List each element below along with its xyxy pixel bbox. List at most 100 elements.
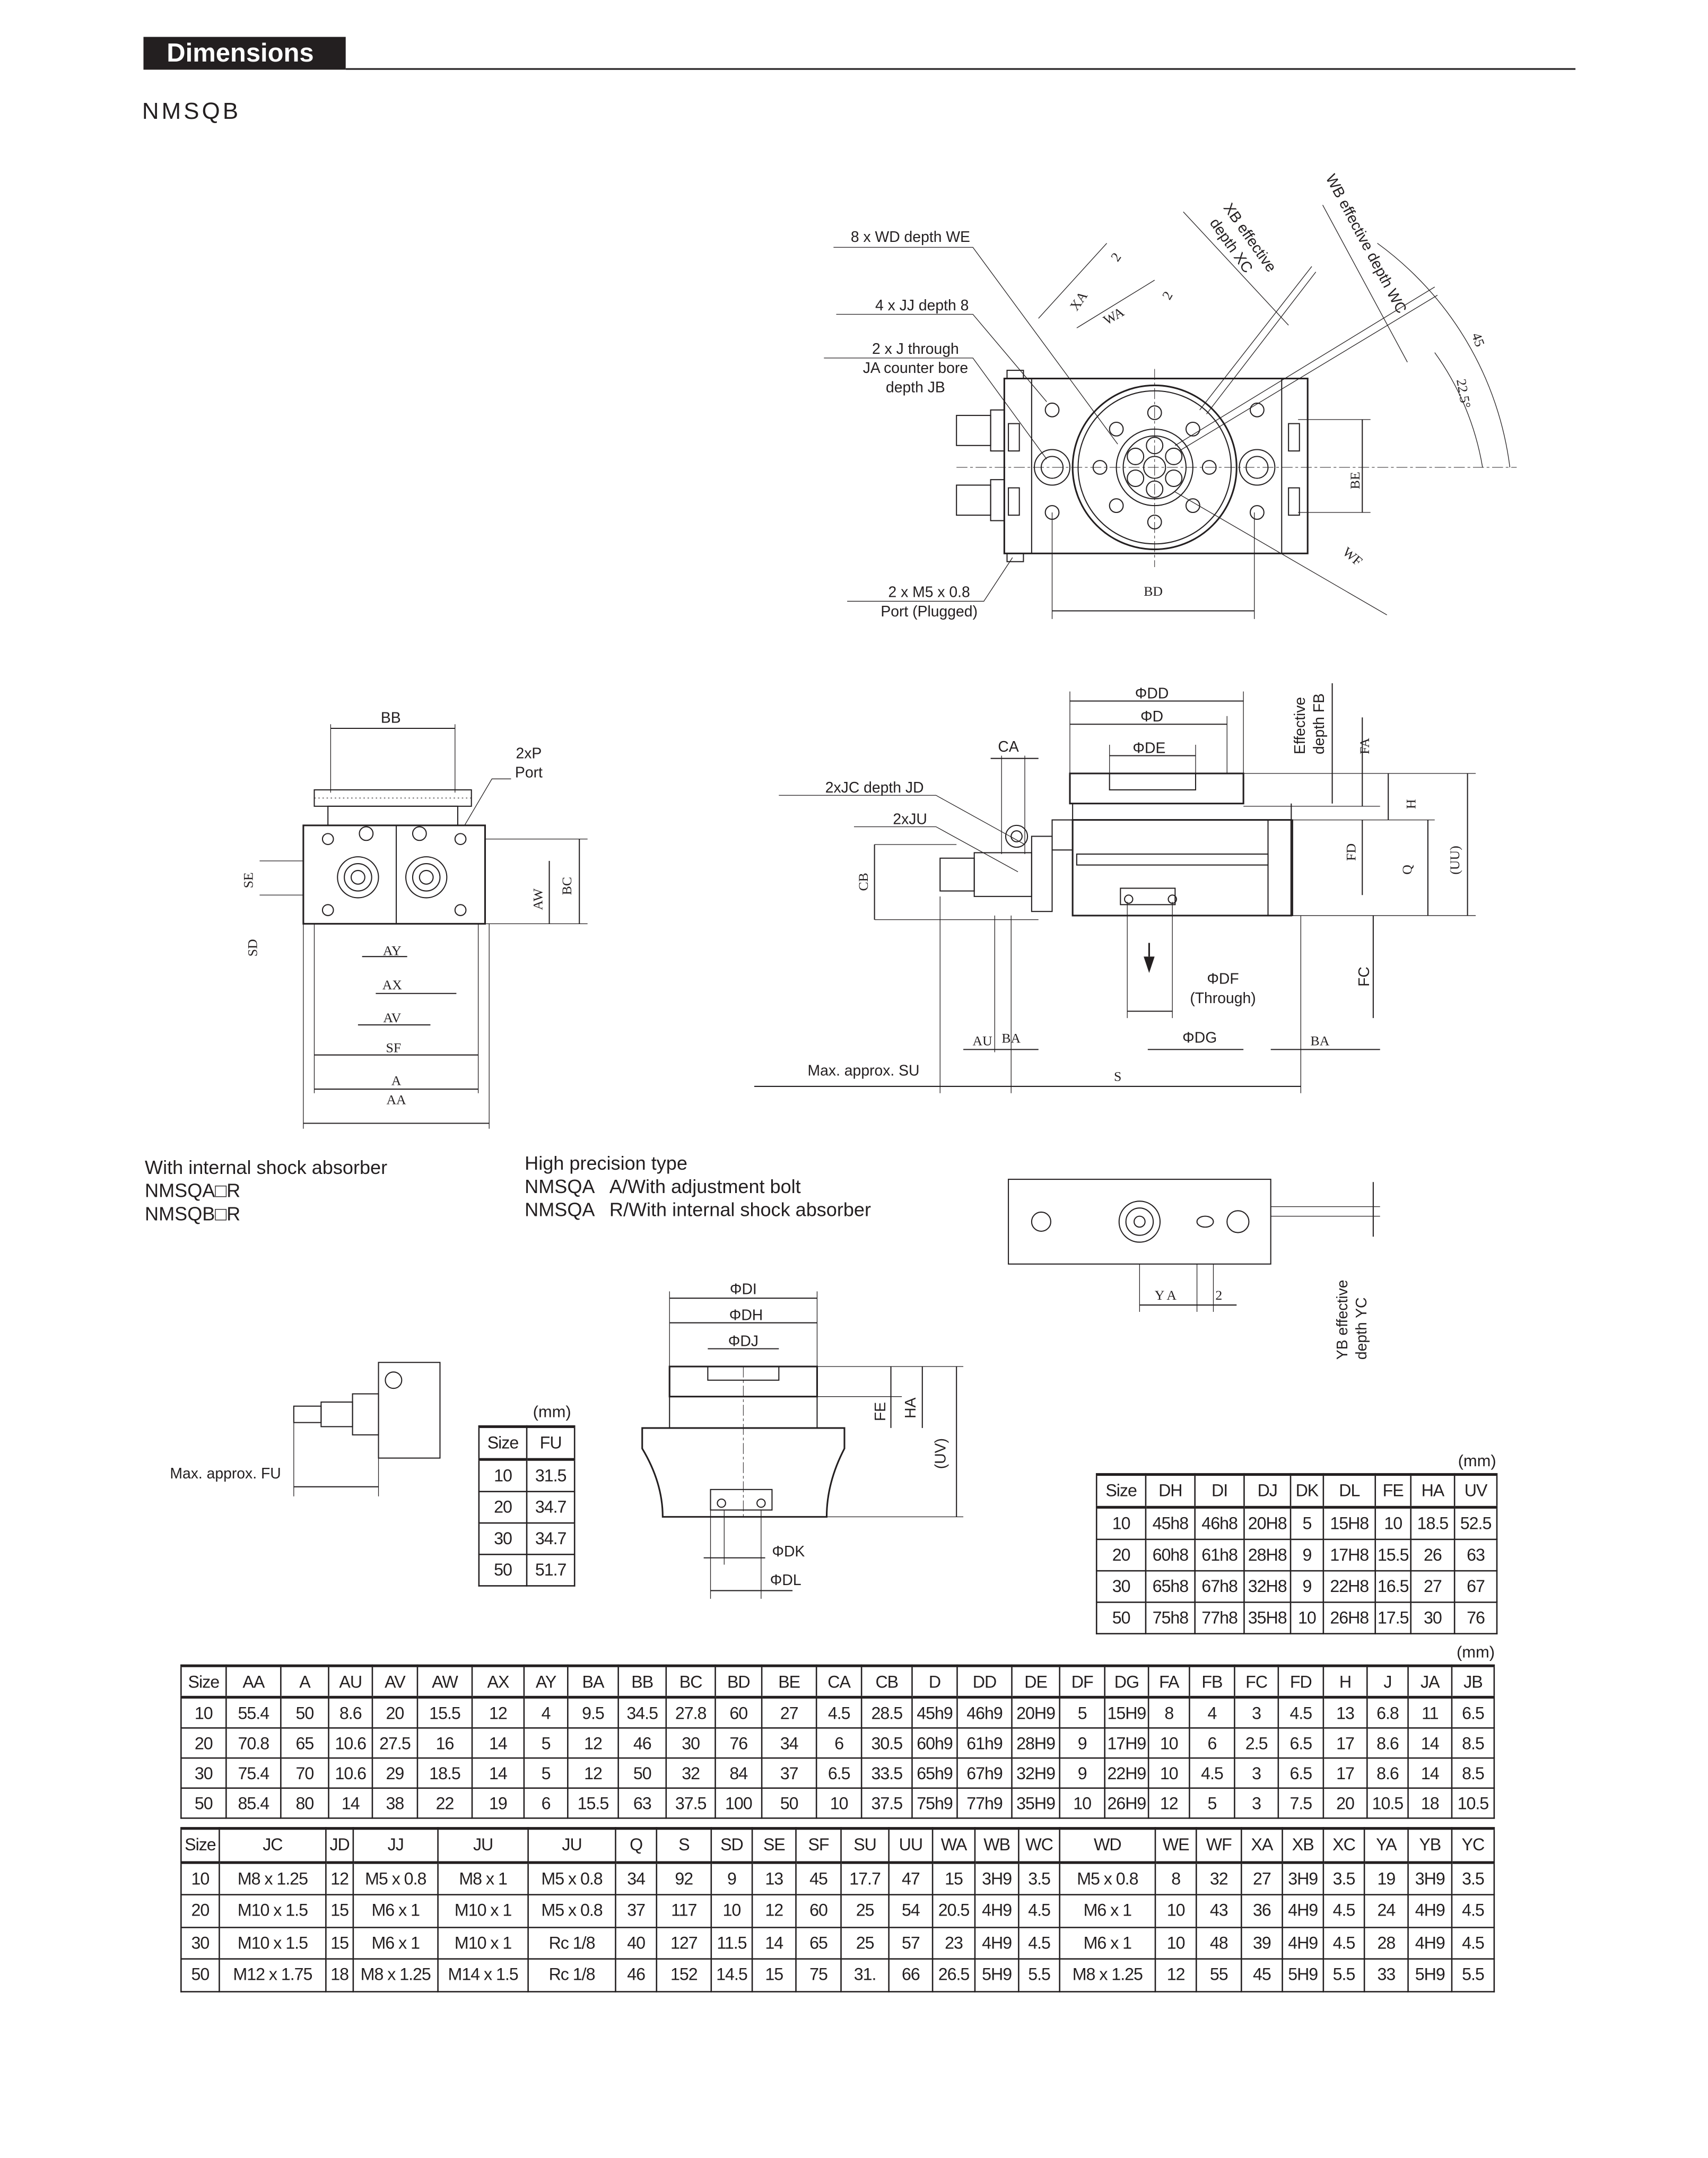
value-cell: 35H9 [1011,1787,1060,1819]
value-cell: 45 [1241,1958,1283,1992]
value-cell: 26H8 [1322,1602,1376,1634]
value-cell: 12 [1154,1958,1197,1992]
value-cell: 10 [1154,1894,1197,1928]
value-cell: 50 [280,1696,329,1729]
svg-text:BE: BE [1347,472,1363,489]
value-cell: 15 [931,1861,976,1895]
column-header: SF [795,1828,842,1864]
value-cell: 32 [665,1757,716,1789]
value-cell: 66 [888,1958,934,1992]
value-cell: 75h8 [1145,1602,1196,1634]
value-cell: 28H9 [1011,1727,1060,1759]
value-cell: 65h8 [1145,1570,1196,1603]
value-cell: 11 [1407,1696,1453,1729]
column-header: DE [1011,1665,1060,1699]
value-cell: 18.5 [1410,1507,1456,1541]
column-header: FE [1374,1474,1412,1509]
value-cell: 47 [888,1861,934,1895]
column-header: Q [615,1828,658,1864]
column-header: JJ [352,1828,439,1864]
value-cell: 50 [617,1757,667,1789]
column-header: YA [1363,1828,1409,1864]
value-cell: 60 [714,1696,763,1729]
value-cell: 5H9 [974,1958,1019,1992]
svg-text:CB: CB [856,873,871,891]
svg-text:SD: SD [245,939,260,956]
value-cell: 4 [1189,1696,1235,1729]
size-cell: 20 [478,1491,528,1524]
model-name: NMSQB [142,98,241,124]
value-cell: 5.5 [1451,1958,1495,1992]
value-cell: 5.5 [1018,1958,1060,1992]
value-cell: 10.6 [328,1757,373,1789]
column-header: J [1366,1665,1409,1699]
svg-text:AU: AU [973,1033,993,1049]
value-cell: 45 [795,1861,842,1895]
value-cell: M10 x 1 [437,1926,529,1960]
value-cell: 28H8 [1243,1538,1292,1572]
value-cell: 34 [761,1727,817,1759]
value-cell: 75.4 [225,1757,282,1789]
svg-text:2: 2 [1108,250,1124,264]
column-header: A [280,1665,329,1699]
column-header: SE [751,1828,797,1864]
value-cell: 3.5 [1451,1861,1495,1895]
value-cell: 45h8 [1145,1507,1196,1541]
value-cell: 75 [795,1958,842,1992]
column-header: Size [478,1426,528,1461]
value-cell: 19 [471,1787,525,1819]
value-cell: 18.5 [416,1757,473,1789]
value-cell: 12 [751,1894,797,1928]
svg-text:ΦDF: ΦDF [1207,971,1239,988]
value-cell: 32H9 [1011,1757,1060,1789]
svg-text:FC: FC [1356,967,1373,987]
value-cell: 55 [1196,1958,1242,1992]
value-cell: 85.4 [225,1787,282,1819]
size-cell: 20 [180,1894,220,1928]
size-cell: 30 [1095,1570,1147,1603]
svg-text:ΦDE: ΦDE [1132,739,1165,756]
svg-text:BA: BA [1001,1030,1021,1046]
value-cell: 36 [1241,1894,1283,1928]
value-cell: 27 [1410,1570,1456,1603]
column-header: YC [1451,1828,1495,1864]
value-cell: 32H8 [1243,1570,1292,1603]
value-cell: 12 [325,1861,354,1895]
value-cell: 5 [1059,1696,1105,1729]
svg-text:depth FB: depth FB [1311,693,1328,754]
value-cell: 22 [416,1787,473,1819]
value-cell: M10 x 1 [437,1894,529,1928]
value-cell: 8.6 [1366,1757,1409,1789]
value-cell: 14 [1407,1727,1453,1759]
value-cell: 7.5 [1277,1787,1324,1819]
value-cell: 8 [1147,1696,1190,1729]
value-cell: 15.5 [416,1696,473,1729]
svg-text:ΦD: ΦD [1140,708,1163,725]
svg-text:Port (Plugged): Port (Plugged) [881,603,978,620]
value-cell: 8.6 [1366,1727,1409,1759]
value-cell: 60 [795,1894,842,1928]
value-cell: 3 [1234,1696,1279,1729]
value-cell: 12 [567,1727,619,1759]
value-cell: 18 [325,1958,354,1992]
svg-text:ΦDL: ΦDL [770,1572,801,1589]
value-cell: 9 [1059,1727,1105,1759]
value-cell: 40 [615,1926,658,1960]
column-header: DG [1104,1665,1149,1699]
svg-text:(UV): (UV) [933,1438,949,1469]
svg-text:BB: BB [381,710,401,727]
value-cell: 63 [617,1787,667,1819]
svg-text:2xP: 2xP [516,745,542,762]
value-cell: M5 x 0.8 [1059,1861,1156,1895]
value-cell: 9 [1289,1570,1324,1603]
value-cell: 46h8 [1194,1507,1245,1541]
column-header: H [1322,1665,1368,1699]
column-header: WA [931,1828,976,1864]
value-cell: 10.5 [1451,1787,1495,1819]
column-header: D [911,1665,958,1699]
svg-text:AX: AX [382,977,403,993]
